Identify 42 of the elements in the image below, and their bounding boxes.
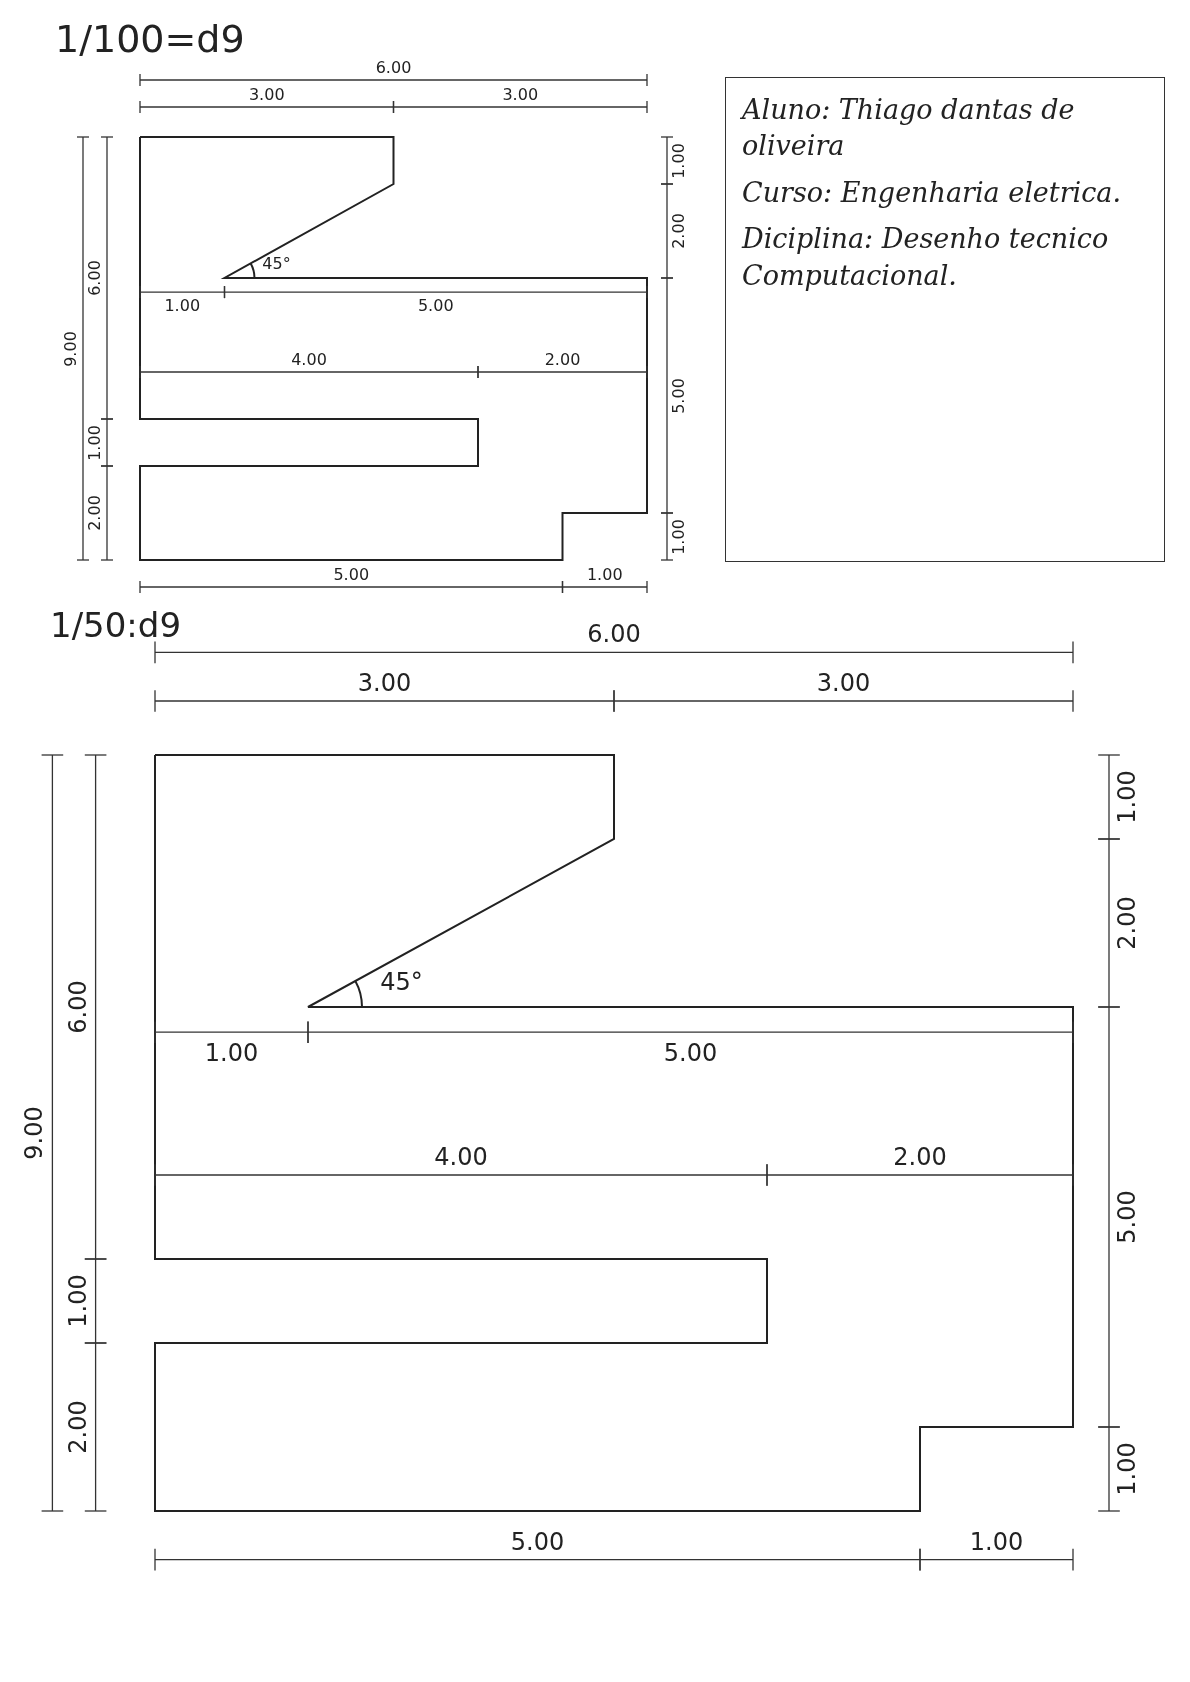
dimension-value: 9.00 <box>22 1106 47 1160</box>
dimension-value: 1.00 <box>1115 1442 1139 1496</box>
info-text: Curso: Engenharia eletrica. <box>742 175 1122 210</box>
dimension-value: 5.00 <box>671 377 687 414</box>
dimension-value: 6.00 <box>587 622 641 647</box>
dimension-value: 1.00 <box>671 518 687 555</box>
dimension-value: 6.00 <box>375 60 412 76</box>
scale-note: 1/100=d9 <box>55 20 245 58</box>
angle-label: 45° <box>262 256 291 272</box>
dimension-value: 5.00 <box>1115 1190 1139 1244</box>
dimension-value: 4.00 <box>291 352 327 368</box>
dimension-value: 3.00 <box>248 87 285 103</box>
dimension-value: 1.00 <box>969 1529 1024 1554</box>
dimension-value: 2.00 <box>544 352 581 368</box>
dimension-value: 1.00 <box>65 1274 90 1328</box>
dimension-value: 4.00 <box>434 1145 488 1169</box>
dimension-value: 1.00 <box>586 567 623 583</box>
dimension-value: 1.00 <box>87 424 103 461</box>
dimension-value: 6.00 <box>65 980 90 1034</box>
scale-note: 1/50:d9 <box>50 608 182 642</box>
dimension-value: 3.00 <box>816 671 871 695</box>
dimension-value: 2.00 <box>671 213 687 249</box>
dimension-value: 5.00 <box>417 297 454 314</box>
dimension-value: 1.00 <box>204 1040 259 1065</box>
info-text: Aluno: Thiago dantas de oliveira <box>742 93 1076 164</box>
dimension-value: 1.00 <box>1115 770 1139 824</box>
dimension-value: 2.00 <box>893 1145 947 1169</box>
dimension-value: 1.00 <box>164 297 201 314</box>
dimension-value: 9.00 <box>63 330 79 367</box>
dimension-value: 3.00 <box>357 671 412 695</box>
dimension-value: 5.00 <box>510 1529 565 1554</box>
dimension-value: 5.00 <box>663 1040 718 1065</box>
title-block <box>725 77 1165 562</box>
dimension-value: 2.00 <box>1115 896 1139 950</box>
dimension-value: 6.00 <box>87 260 103 296</box>
dimension-value: 1.00 <box>671 142 687 179</box>
dimension-value: 5.00 <box>333 567 370 583</box>
angle-label: 45° <box>380 969 423 994</box>
dimension-value: 2.00 <box>87 495 103 531</box>
dimension-value: 2.00 <box>65 1400 90 1454</box>
info-text: Diciplina: Desenho tecnico Computacional. <box>742 222 1110 293</box>
dimension-value: 3.00 <box>502 87 539 103</box>
